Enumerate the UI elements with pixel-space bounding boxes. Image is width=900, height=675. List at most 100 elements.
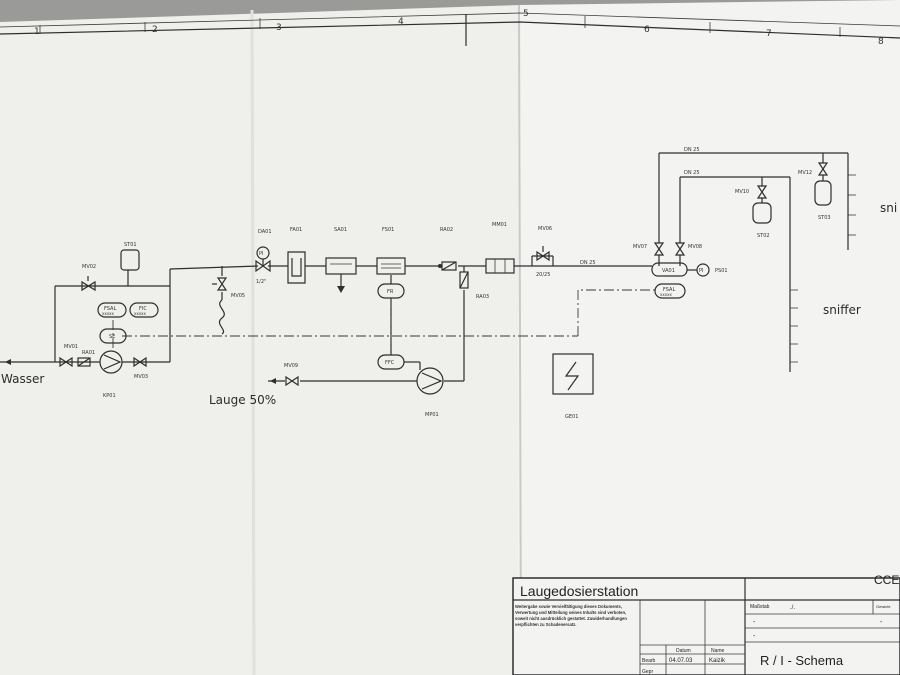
svg-text:MV01: MV01 bbox=[64, 344, 78, 350]
grid-col-3: 3 bbox=[276, 23, 282, 33]
svg-text:MP01: MP01 bbox=[425, 412, 439, 418]
label-lauge: Lauge 50% bbox=[209, 393, 276, 407]
valve-mv05: MV05 bbox=[212, 277, 245, 299]
svg-text:PI: PI bbox=[259, 251, 264, 257]
svg-text:DA01: DA01 bbox=[258, 229, 272, 235]
valve-mv10: MV10 bbox=[735, 185, 768, 199]
col-datum: Datum bbox=[676, 648, 691, 654]
paper-sheet-right bbox=[518, 0, 900, 675]
valve-mv03: MV03 bbox=[133, 356, 148, 380]
svg-text:MV08: MV08 bbox=[688, 244, 702, 250]
valve-mv12: MV12 bbox=[798, 162, 829, 176]
svg-text:FR: FR bbox=[387, 289, 394, 295]
instrument-fr: FR bbox=[377, 283, 405, 299]
svg-text:20/25: 20/25 bbox=[536, 272, 550, 278]
row-bearb: Bearb bbox=[642, 658, 656, 664]
grid-col-1: 1 bbox=[34, 27, 40, 37]
svg-text:KP01: KP01 bbox=[103, 393, 116, 399]
scale-label: Maßstab bbox=[750, 604, 770, 610]
weight-label: Gewicht bbox=[876, 604, 891, 609]
separator-sa01: SA01 bbox=[325, 227, 357, 275]
grid-col-6: 6 bbox=[644, 25, 650, 35]
svg-text:PS01: PS01 bbox=[715, 268, 728, 274]
svg-text:FFC: FFC bbox=[385, 360, 395, 366]
grid-col-2: 2 bbox=[152, 25, 158, 35]
grid-col-7: 7 bbox=[766, 29, 772, 39]
tank-st03: ST03 bbox=[814, 175, 832, 221]
svg-text:FSAL: FSAL bbox=[104, 306, 116, 312]
svg-text:RA01: RA01 bbox=[82, 350, 95, 356]
signal-lines bbox=[112, 289, 655, 352]
pump-mp01: MP01 bbox=[416, 367, 444, 418]
svg-text:MV10: MV10 bbox=[735, 189, 749, 195]
sheet-fold-line bbox=[518, 4, 522, 675]
svg-text:ST01: ST01 bbox=[124, 242, 137, 248]
title-block-company: CCEA bbox=[874, 573, 900, 587]
pipe-size-dn25-main: DN 25 bbox=[580, 260, 596, 266]
title-block-copyright-notice: Weitergabe sowie Vervielfältigung dieses… bbox=[515, 604, 627, 627]
dash-mark-2: - bbox=[753, 633, 756, 640]
instrument-pi-right: PI PS01 bbox=[696, 263, 728, 277]
svg-text:MV12: MV12 bbox=[798, 170, 812, 176]
paper-sheet-left bbox=[0, 5, 522, 675]
instrument-fic: FIC xxxxx bbox=[129, 302, 159, 318]
instrument-fsal-right: FSAL xxxxx bbox=[654, 283, 686, 299]
check-valve-ra01: RA01 bbox=[77, 350, 95, 367]
pressure-reducer-da01: DA01 1/2" bbox=[255, 229, 272, 285]
svg-text:MV09: MV09 bbox=[284, 363, 298, 369]
instrument-fsal-left: FSAL xxxxx bbox=[97, 302, 127, 318]
control-cabinet-ge01: GE01 bbox=[552, 353, 594, 420]
tank-st01: ST01 bbox=[120, 242, 140, 271]
svg-text:MV07: MV07 bbox=[633, 244, 647, 250]
valve-mv02: MV02 bbox=[81, 264, 96, 292]
grid-col-5: 5 bbox=[523, 9, 529, 19]
svg-text:MV02: MV02 bbox=[82, 264, 96, 270]
svg-text:xxxxx: xxxxx bbox=[134, 311, 146, 316]
svg-text:SE: SE bbox=[109, 334, 115, 340]
title-block-title: Laugedosierstation bbox=[520, 583, 638, 599]
svg-text:SA01: SA01 bbox=[334, 227, 347, 233]
svg-text:ST03: ST03 bbox=[818, 215, 831, 221]
check-valve-ra03: RA03 bbox=[459, 271, 489, 300]
label-sniffer: sniffer bbox=[823, 303, 861, 317]
label-wasser: Wasser bbox=[1, 372, 44, 386]
svg-text:FS01: FS01 bbox=[382, 227, 394, 233]
svg-text:MV06: MV06 bbox=[538, 226, 552, 232]
pipe-size-dn25-top: DN 25 bbox=[684, 147, 700, 153]
row-gepr: Gepr bbox=[642, 669, 653, 675]
sheet-crease bbox=[250, 9, 256, 675]
grid-col-8: 8 bbox=[878, 37, 884, 47]
svg-text:xxxxx: xxxxx bbox=[660, 292, 672, 297]
instrument-ffc: FFC bbox=[377, 354, 405, 370]
svg-text:FIC: FIC bbox=[139, 306, 147, 312]
col-name: Name bbox=[711, 648, 725, 654]
valve-mv06: MV06 20/25 bbox=[536, 226, 552, 278]
piping bbox=[0, 152, 856, 384]
label-sniffer-cut: sni bbox=[880, 201, 897, 215]
svg-text:MM01: MM01 bbox=[492, 222, 507, 228]
svg-text:GE01: GE01 bbox=[565, 414, 578, 420]
tank-st02: ST02 bbox=[752, 198, 772, 239]
bearb-date: 04.07.03 bbox=[669, 658, 693, 664]
valve-mv08: MV08 bbox=[674, 242, 702, 256]
valve-mv09: MV09 bbox=[284, 363, 299, 387]
dash-mark-1: - bbox=[753, 619, 756, 626]
check-valve-ra02: RA02 bbox=[438, 227, 457, 271]
mixer-mm01: MM01 bbox=[485, 222, 515, 274]
valve-va01: VA01 bbox=[651, 262, 688, 277]
valve-mv07: MV07 bbox=[633, 242, 665, 256]
bearb-name: Kaizik bbox=[709, 658, 726, 664]
drawing-type: R / I - Schema bbox=[760, 653, 844, 668]
scale-value: ./. bbox=[790, 605, 795, 611]
pump-kp01: KP01 bbox=[99, 350, 123, 399]
pipe-size-dn25-mid: DN 25 bbox=[684, 170, 700, 176]
valve-mv01: MV01 bbox=[59, 344, 78, 368]
column-grid-band: 1 2 3 4 5 6 7 8 bbox=[0, 9, 900, 47]
instrument-se: SE bbox=[99, 328, 127, 344]
svg-text:RA02: RA02 bbox=[440, 227, 453, 233]
svg-text:PI: PI bbox=[699, 268, 704, 274]
svg-text:1/2": 1/2" bbox=[256, 279, 266, 285]
instrument-pi-left: PI bbox=[256, 246, 270, 260]
svg-text:xxxxx: xxxxx bbox=[102, 311, 114, 316]
